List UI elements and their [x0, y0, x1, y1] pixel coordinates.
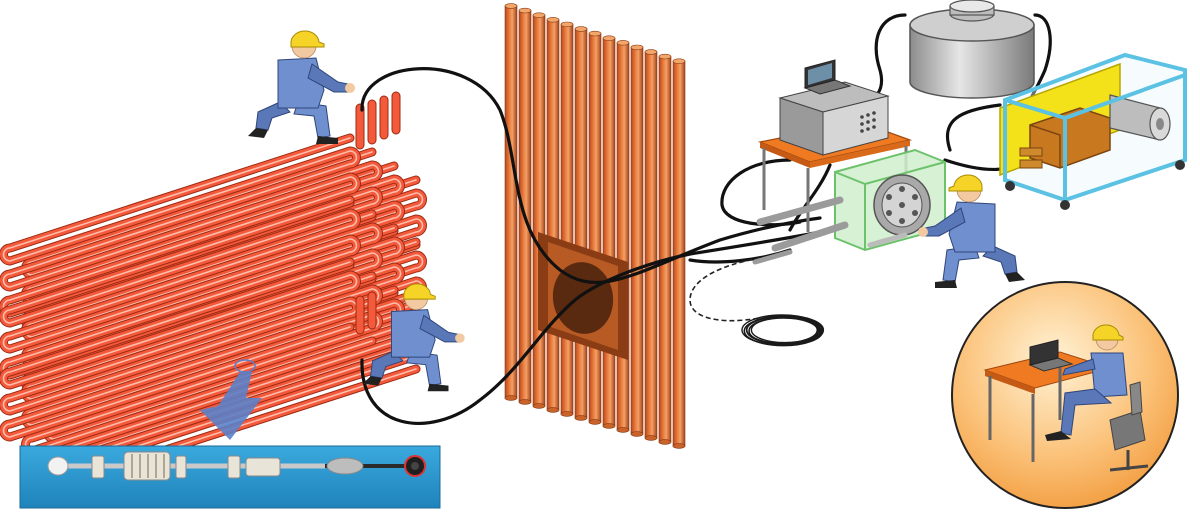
wall-tube-base	[672, 443, 686, 449]
wall-tube	[630, 47, 644, 435]
workers	[248, 30, 1128, 441]
wall-tube-base	[574, 415, 588, 421]
wall-tube-base	[518, 399, 532, 405]
probe-lead	[689, 257, 761, 322]
wall-tube	[658, 56, 672, 443]
wall-tube	[616, 42, 630, 431]
wall-tube	[644, 51, 658, 439]
tube-highlight	[2, 137, 358, 314]
callout-arrow-icon	[200, 359, 262, 440]
wall-tube-cap	[504, 3, 518, 9]
wall-tube-base	[560, 411, 574, 417]
wall-tube-base	[616, 427, 630, 433]
worker-icon	[918, 174, 1025, 288]
wall-tube-cap	[658, 53, 672, 60]
wall-tube-cap	[602, 35, 616, 41]
wall-tube-base	[588, 419, 602, 425]
wall-tube	[546, 19, 560, 411]
cable-coil-icon	[741, 314, 825, 347]
probe-photo-icon	[19, 445, 441, 509]
wall-tube-base	[602, 423, 616, 429]
wall-tube	[574, 28, 588, 419]
wall-tube-cap	[672, 58, 686, 64]
wall-tube	[532, 14, 546, 407]
worker-icon	[363, 283, 465, 392]
pressure-tank-icon	[909, 0, 1035, 99]
wall-tube-base	[630, 431, 644, 437]
wall-tube-cap	[560, 21, 574, 28]
worker-icon	[248, 30, 355, 144]
wall-tube	[560, 24, 574, 415]
equipment-cart-icon	[999, 52, 1187, 210]
wall-tube-cap	[532, 12, 546, 18]
probe-drive-unit-icon	[752, 148, 946, 265]
wall-tube-cap	[588, 30, 602, 37]
wall-tube-cap	[546, 17, 560, 23]
wall-tube-cap	[616, 40, 630, 46]
wall-tube	[588, 33, 602, 423]
wall-tube-base	[658, 439, 672, 445]
wall-tube	[504, 5, 518, 399]
worker-icon	[1045, 324, 1128, 441]
wall-tube-cap	[630, 44, 644, 51]
wall-tube-base	[546, 407, 560, 413]
wall-tube-base	[532, 403, 546, 409]
wall-tube-cap	[518, 7, 532, 14]
wall-tube	[602, 37, 616, 427]
tube-highlight	[2, 261, 358, 438]
wall-tube-cap	[574, 26, 588, 32]
wall-tube-base	[644, 435, 658, 441]
coil-loop	[750, 316, 820, 344]
wall-tube-base	[504, 395, 518, 401]
tube-highlight	[2, 199, 358, 376]
wall-tube-cap	[644, 49, 658, 55]
tube-wall	[504, 3, 686, 449]
